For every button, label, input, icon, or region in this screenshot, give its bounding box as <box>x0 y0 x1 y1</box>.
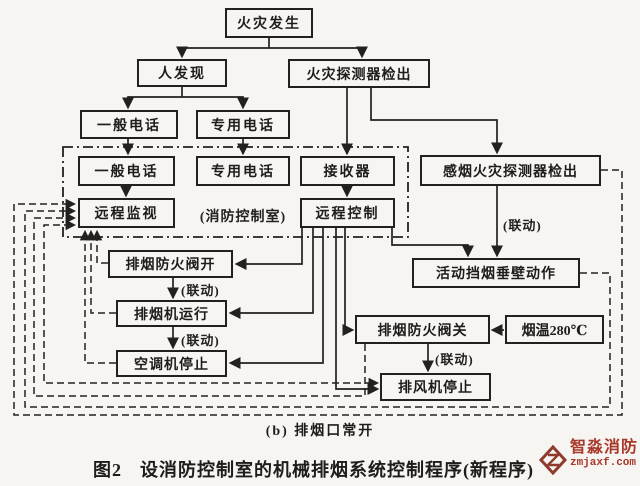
node-receiver: 接收器 <box>300 156 395 186</box>
watermark-site: zmjaxf.com <box>569 457 636 469</box>
node-ac-stop: 空调机停止 <box>116 350 227 377</box>
node-phone-special-inner: 专用电话 <box>196 156 290 186</box>
figure-caption: 图2 设消防控制室的机械排烟系统控制程序(新程序) <box>93 456 534 482</box>
node-remote-control: 远程控制 <box>300 198 395 228</box>
node-phone-general-inner: 一般电话 <box>78 156 175 186</box>
node-remote-monitor: 远程监视 <box>78 198 175 228</box>
node-smoke-barrier: 活动挡烟垂壁动作 <box>412 258 580 288</box>
control-room-boundary <box>62 146 409 238</box>
node-phone-special-outer: 专用电话 <box>196 110 290 139</box>
node-fire-start: 火灾发生 <box>225 8 313 38</box>
node-phone-general-outer: 一般电话 <box>80 110 178 139</box>
node-human-detect: 人发现 <box>137 59 227 87</box>
figure-caption-text: 设消防控制室的机械排烟系统控制程序(新程序) <box>140 460 534 480</box>
control-room-label: (消防控制室) <box>199 210 287 225</box>
dashed-feedback-lines <box>13 169 623 416</box>
node-exhaust-stop: 排风机停止 <box>380 373 491 401</box>
node-smoke-detector: 感烟火灾探测器检出 <box>420 155 601 186</box>
node-exhaust-fan-run: 排烟机运行 <box>116 300 227 327</box>
linkage-label-1: (联动) <box>181 283 220 298</box>
watermark-logo-icon <box>538 443 568 482</box>
linkage-label-4: (联动) <box>503 218 542 233</box>
watermark-name: 智淼消防 <box>569 439 638 456</box>
site-watermark: 智淼消防 zmjaxf.com <box>538 439 638 482</box>
figure-number: 图2 <box>93 460 122 480</box>
linkage-label-2: (联动) <box>181 333 220 348</box>
node-smoke-temp: 烟温280℃ <box>505 315 604 344</box>
node-detector-detect: 火灾探测器检出 <box>288 59 430 88</box>
node-damper-open: 排烟防火阀开 <box>108 250 233 278</box>
linkage-label-3: (联动) <box>435 352 474 367</box>
node-damper-close: 排烟防火阀关 <box>355 315 490 344</box>
sub-caption: (b) 排烟口常开 <box>265 424 375 439</box>
solid-connectors <box>120 38 504 395</box>
